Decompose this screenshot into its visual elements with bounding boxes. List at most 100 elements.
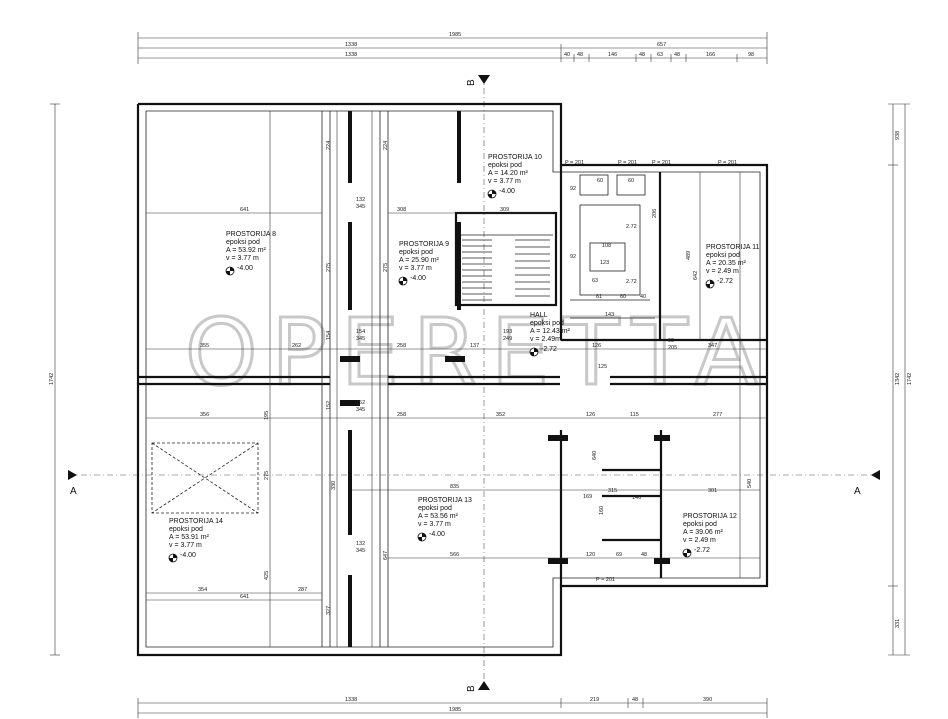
- door-tag-3: P = 201: [652, 160, 671, 166]
- dim-pier-345d: 345: [356, 548, 365, 554]
- side-dimensions: 1742 1742 938 1342 331: [49, 103, 913, 656]
- room-name: PROSTORIJA 13: [418, 497, 472, 504]
- room-floor: epoksi pod: [226, 239, 260, 246]
- room-height: v = 3.77 m: [488, 178, 521, 185]
- dim-top-r3-4: 48: [639, 52, 645, 58]
- room-level: -4.00: [237, 265, 253, 272]
- dim-wc-60b: 60: [628, 178, 634, 184]
- dim-wc-123: 123: [600, 260, 609, 266]
- dim-93: 93: [668, 338, 674, 344]
- dim-vl-275: 275: [326, 263, 332, 272]
- dim-308: 308: [397, 207, 406, 213]
- bottom-dimensions: 1338 219 48 390 1985: [137, 697, 768, 718]
- dim-347: 347: [708, 343, 717, 349]
- dim-wc-143: 143: [605, 312, 614, 318]
- dim-352: 352: [496, 412, 505, 418]
- dim-48a: 48: [641, 552, 647, 558]
- dim-wc-40: 40: [640, 294, 646, 300]
- room-area: A = 53.92 m²: [226, 247, 267, 254]
- dim-249: 249: [503, 336, 512, 342]
- room-height: v = 2.49 m: [683, 537, 716, 544]
- dim-vm-224: 224: [383, 141, 389, 150]
- dim-262: 262: [292, 343, 301, 349]
- dim-315: 315: [608, 488, 617, 494]
- room-floor: epoksi pod: [169, 526, 203, 533]
- dim-pier-132a: 132: [356, 197, 365, 203]
- dim-vl-152: 152: [326, 401, 332, 410]
- interior-dimension-labels: 641 308 309 355 262 258 137 126 347 356 …: [198, 141, 753, 615]
- dim-287: 287: [298, 587, 307, 593]
- dim-835: 835: [450, 484, 459, 490]
- dim-top-r3-3: 146: [608, 52, 617, 58]
- dim-641: 641: [240, 207, 249, 213]
- room-area: A = 14.20 m²: [488, 170, 529, 177]
- dim-vm-275: 275: [383, 263, 389, 272]
- dim-69: 69: [616, 552, 622, 558]
- room-floor: epoksi pod: [706, 252, 740, 259]
- dim-pier-345c: 345: [356, 407, 365, 413]
- dim-pier-345b: 345: [356, 336, 365, 342]
- dim-right-bottom: 331: [895, 619, 901, 628]
- dim-309: 309: [500, 207, 509, 213]
- dim-top-left: 1338: [345, 42, 357, 48]
- dim-vr-640: 640: [592, 451, 598, 460]
- dim-bottom-1: 219: [590, 697, 599, 703]
- dim-vm-330: 330: [331, 481, 337, 490]
- dim-pier-154: 154: [356, 329, 365, 335]
- interior-dimensions: [146, 111, 767, 647]
- dim-355: 355: [200, 343, 209, 349]
- room-floor: epoksi pod: [530, 320, 564, 327]
- dim-pier-132b: 132: [356, 541, 365, 547]
- dim-right-top: 938: [895, 131, 901, 140]
- room-height: v = 3.77 m: [418, 521, 451, 528]
- dim-top-right: 657: [657, 42, 666, 48]
- dim-126b: 126: [586, 412, 595, 418]
- room-name: PROSTORIJA 10: [488, 154, 542, 161]
- dim-right-mid: 1342: [895, 373, 901, 385]
- room-name: PROSTORIJA 8: [226, 231, 276, 238]
- room-name: HALL: [530, 312, 548, 319]
- room-area: A = 25.90 m²: [399, 257, 440, 264]
- dim-vr-642: 642: [693, 271, 699, 280]
- dim-wc-92b: 92: [570, 254, 576, 260]
- dim-wc-108: 108: [602, 243, 611, 249]
- section-mark-b-bottom: B: [466, 685, 477, 692]
- door-tag-1: P = 201: [565, 160, 584, 166]
- dim-115: 115: [630, 412, 639, 418]
- door-tag-2: P = 201: [618, 160, 637, 166]
- room-floor: epoksi pod: [399, 249, 433, 256]
- dim-137: 137: [470, 343, 479, 349]
- dim-wc-206: 206: [652, 209, 658, 218]
- room-height: v = 2.49 m: [706, 268, 739, 275]
- dim-level-wc-2: 2.72: [626, 279, 637, 285]
- room-level: -4.00: [429, 531, 445, 538]
- dim-bottom-0: 1338: [345, 697, 357, 703]
- section-lines: B B A A: [68, 75, 880, 692]
- dim-top-r3-0: 1338: [345, 52, 357, 58]
- dim-vl-327: 327: [326, 606, 332, 615]
- dim-bottom-3: 390: [703, 697, 712, 703]
- dim-level-wc-1: 2.72: [626, 224, 637, 230]
- room-level: -2.72: [694, 547, 710, 554]
- dim-193: 193: [503, 329, 512, 335]
- dim-301: 301: [708, 488, 717, 494]
- dim-top-r3-7: 166: [706, 52, 715, 58]
- dim-bottom-2: 48: [632, 697, 638, 703]
- dim-566: 566: [450, 552, 459, 558]
- dim-169: 169: [583, 494, 592, 500]
- dim-top-r3-5: 63: [657, 52, 663, 58]
- dim-125: 125: [598, 364, 607, 370]
- dim-126: 126: [592, 343, 601, 349]
- dim-wc-63: 63: [592, 278, 598, 284]
- dim-641b: 641: [240, 594, 249, 600]
- dim-pier-345a: 345: [356, 204, 365, 210]
- room-level: -4.00: [499, 188, 515, 195]
- dim-vm-647: 647: [383, 551, 389, 560]
- dim-vr-489: 489: [686, 251, 692, 260]
